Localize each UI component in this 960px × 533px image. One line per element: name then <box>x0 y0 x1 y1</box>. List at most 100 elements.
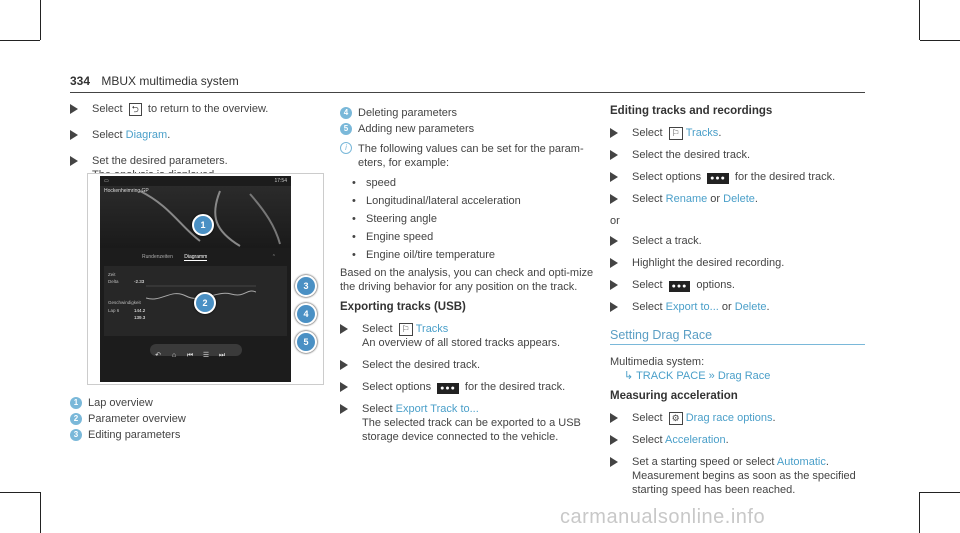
step-arrow-icon <box>610 302 618 312</box>
step-arrow-icon <box>610 435 618 445</box>
lap-label: Lap 6 <box>108 308 120 313</box>
callout-1: 1 <box>192 214 214 236</box>
param-value: -2.33 <box>134 279 145 284</box>
step-arrow-icon <box>340 360 348 370</box>
automatic-link[interactable]: Automatic <box>776 456 826 468</box>
menu-label: Multimedia system: <box>610 356 705 368</box>
crop-mark <box>919 492 920 533</box>
step: Select options ●●● for the desired track… <box>610 170 870 184</box>
bottom-dock: ↶ ⌂ ⏮ ☰ ⏭ <box>150 344 242 359</box>
delete-link[interactable]: Delete <box>723 193 755 205</box>
param-label: Zeit <box>108 272 116 277</box>
page-header-title: MBUX multimedia system <box>101 74 239 88</box>
diagram-link[interactable]: Diagram <box>125 129 168 141</box>
step-arrow-icon <box>610 258 618 268</box>
options-icon: ●●● <box>437 383 459 394</box>
step: Select ⮌ to return to the overview. <box>70 102 320 116</box>
step-arrow-icon <box>610 236 618 246</box>
section-heading: Exporting tracks (USB) <box>340 301 466 313</box>
param-value: 144.2 <box>134 308 146 313</box>
crop-mark <box>920 40 960 41</box>
double-chevron-icon: » <box>708 370 715 382</box>
step-arrow-icon <box>610 172 618 182</box>
step-arrow-icon <box>610 150 618 160</box>
step-arrow-icon <box>610 280 618 290</box>
step: Select options ●●● for the desired track… <box>340 380 600 394</box>
list-item: Longitudinal/lateral acceleration <box>340 194 600 208</box>
header-divider <box>70 92 865 93</box>
section-heading: Measuring acceleration <box>610 390 738 402</box>
tab-rundenzeiten[interactable]: Rundenzeiten <box>142 254 173 260</box>
list-item: Engine speed <box>340 230 600 244</box>
list-item: speed <box>340 176 600 190</box>
callout-2: 2 <box>194 292 216 314</box>
previous-icon[interactable]: ⏮ <box>186 352 194 359</box>
callout-5: 5 <box>295 331 317 353</box>
step: Set a starting speed or select Automatic… <box>610 455 870 497</box>
infotainment-screen: ▭ 17:54 Hockenheimring GP Rundenzeiten D… <box>100 176 291 382</box>
right-column: Editing tracks and recordings Select ⚐Tr… <box>610 104 870 505</box>
step: Select a track. <box>610 234 870 248</box>
menu-icon[interactable]: ☰ <box>202 352 210 359</box>
step: Select Diagram. <box>70 128 320 142</box>
param-value: 139.3 <box>134 315 146 320</box>
back-icon[interactable]: ↶ <box>155 352 161 359</box>
screenshot-figure: ▭ 17:54 Hockenheimring GP Rundenzeiten D… <box>87 173 324 385</box>
step-arrow-icon <box>610 194 618 204</box>
section-title: Setting Drag Race <box>610 328 713 342</box>
track-outline <box>139 190 281 247</box>
step: Select ⚙Drag race options. <box>610 411 870 425</box>
options-icon: ●●● <box>707 173 729 184</box>
clock: 17:54 <box>274 178 287 184</box>
tracks-link[interactable]: Tracks <box>685 127 719 139</box>
step-arrow-icon <box>340 404 348 414</box>
callout-4: 4 <box>295 303 317 325</box>
drag-race-options-link[interactable]: Drag race options <box>685 412 773 424</box>
param-label: Delta <box>108 279 119 284</box>
crop-mark <box>0 40 40 41</box>
crop-mark <box>40 492 41 533</box>
page-number: 334 <box>70 74 91 88</box>
paragraph: Based on the analysis, you can check and… <box>340 267 594 293</box>
step: Select ●●● options. <box>610 278 870 292</box>
chevron-up-icon[interactable]: ⌃ <box>271 254 276 260</box>
home-icon[interactable]: ⌂ <box>171 352 177 359</box>
menu-path-item[interactable]: Drag Race <box>717 370 771 382</box>
list-item: Steering angle <box>340 212 600 226</box>
tracks-link[interactable]: Tracks <box>415 323 449 335</box>
crop-mark <box>920 492 960 493</box>
next-icon[interactable]: ⏭ <box>218 352 226 359</box>
back-icon: ⮌ <box>128 103 142 116</box>
track-icon: ⚐ <box>668 127 683 140</box>
rename-link[interactable]: Rename <box>665 193 708 205</box>
tab-bar: Rundenzeiten Diagramm ⌃ <box>142 254 282 264</box>
step-arrow-icon <box>610 128 618 138</box>
acceleration-link[interactable]: Acceleration <box>665 434 726 446</box>
step-arrow-icon <box>70 104 78 114</box>
info-note: i The following values can be set for th… <box>340 142 600 170</box>
menu-arrow-icon: ↳ <box>624 370 634 382</box>
menu-path: ↳ TRACK PACE » Drag Race <box>610 369 870 383</box>
step-arrow-icon <box>340 324 348 334</box>
step-arrow-icon <box>610 457 618 467</box>
info-icon: i <box>340 142 352 154</box>
section-heading: Editing tracks and recordings <box>610 105 773 117</box>
step: Select the desired track. <box>340 358 600 372</box>
step: Select Export Track to... The selected t… <box>340 402 600 444</box>
status-bar: ▭ 17:54 <box>100 176 291 186</box>
drag-race-section: Setting Drag Race <box>610 328 870 345</box>
section-divider <box>610 344 865 345</box>
menu-path-item[interactable]: TRACK PACE <box>636 370 706 382</box>
tab-diagramm[interactable]: Diagramm <box>184 254 208 261</box>
export-track-link[interactable]: Export Track to... <box>395 403 479 415</box>
step-arrow-icon <box>70 130 78 140</box>
step: Select Rename or Delete. <box>610 192 870 206</box>
options-icon: ●●● <box>668 281 691 292</box>
export-to-link[interactable]: Export to... <box>665 301 719 313</box>
delete-link[interactable]: Delete <box>734 301 767 313</box>
param-label: Geschwindigkeit <box>108 300 141 305</box>
